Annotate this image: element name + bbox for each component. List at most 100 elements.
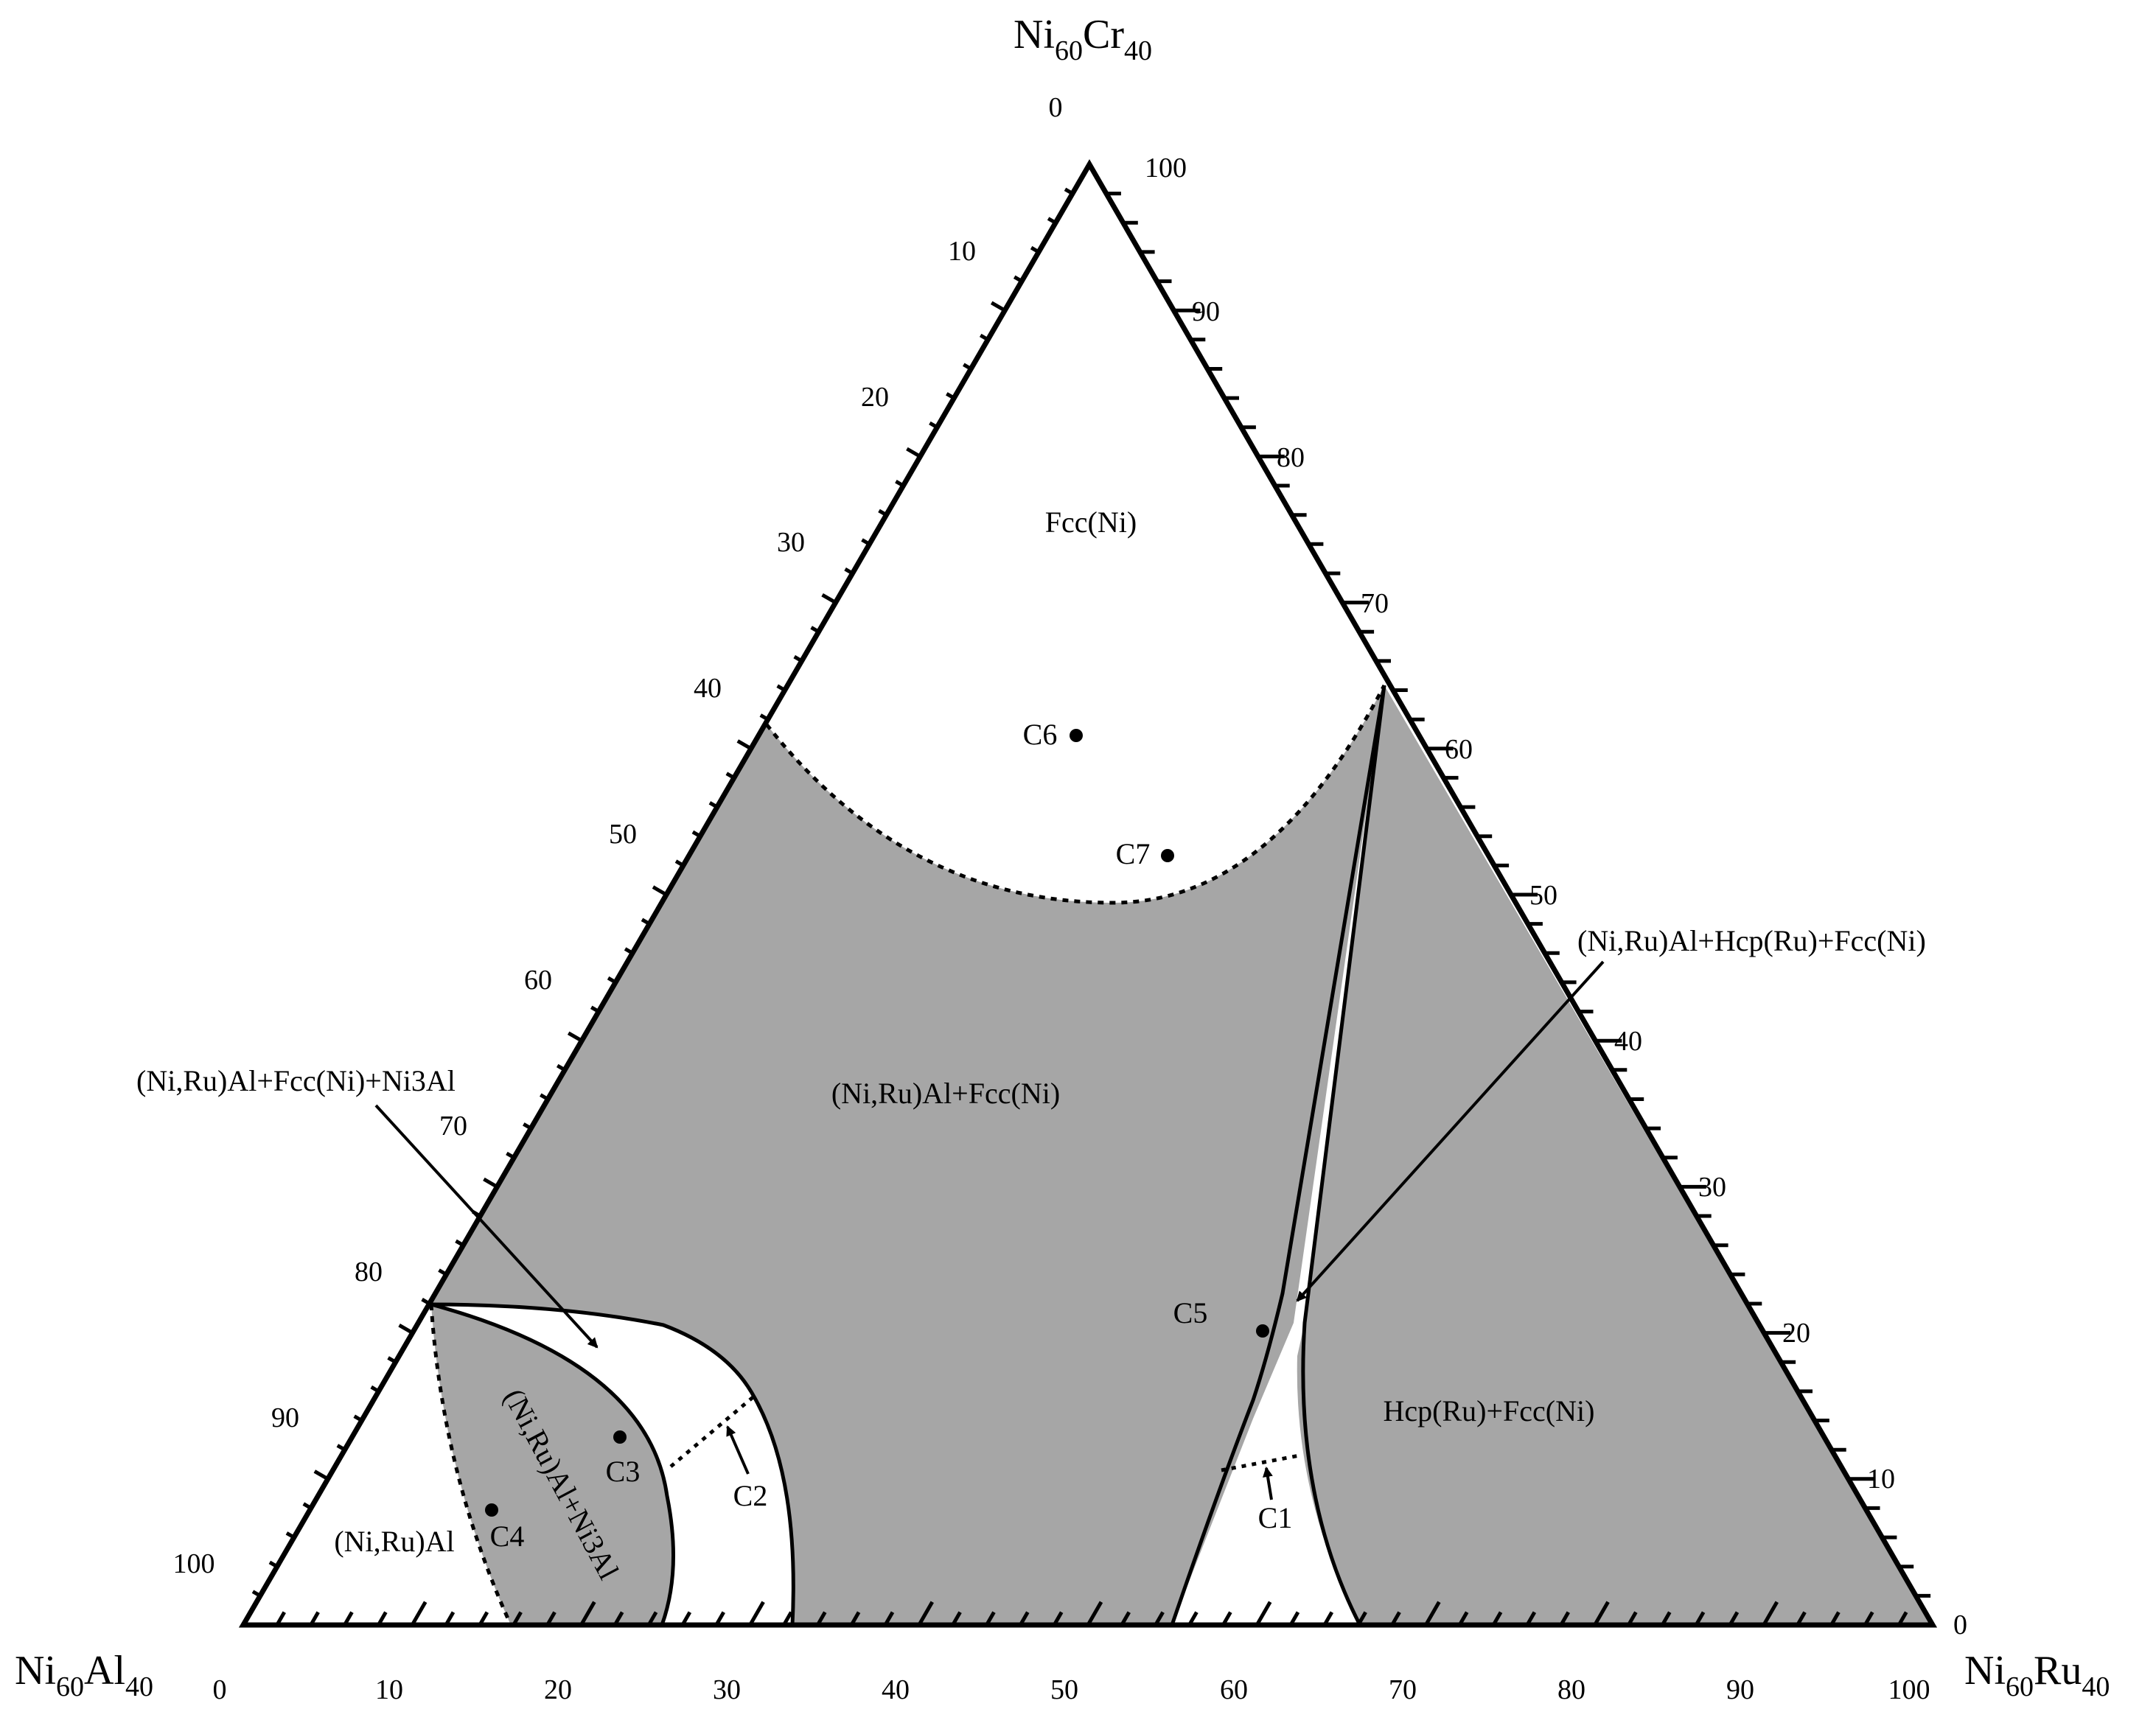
tick-mark bbox=[1559, 1611, 1570, 1626]
tick-mark bbox=[1221, 1611, 1232, 1626]
point-label-c7: C7 bbox=[1116, 837, 1151, 870]
tick-mark bbox=[1288, 1611, 1300, 1626]
tick-mark bbox=[816, 1611, 827, 1626]
boundary-ni3al-inner bbox=[430, 1302, 676, 1626]
tick-mark bbox=[590, 1005, 600, 1013]
tick-mark bbox=[607, 976, 617, 985]
tick-label: 0 bbox=[1953, 1610, 1967, 1640]
tick-mark bbox=[652, 885, 668, 897]
tick-label: 60 bbox=[1445, 734, 1473, 765]
tick-label: 100 bbox=[1888, 1674, 1930, 1705]
tick-mark bbox=[1187, 1611, 1199, 1626]
tick-mark bbox=[370, 1385, 380, 1394]
tick-mark bbox=[748, 1601, 765, 1626]
tick-label: 50 bbox=[609, 819, 637, 850]
vertex-label-left: Ni60Al40 bbox=[15, 1648, 153, 1702]
tick-label: 10 bbox=[948, 236, 976, 267]
tick-mark bbox=[1694, 1611, 1706, 1626]
tick-mark bbox=[268, 1560, 279, 1568]
tick-mark bbox=[506, 1151, 515, 1159]
tick-mark bbox=[985, 1611, 996, 1626]
tick-mark bbox=[556, 1063, 566, 1072]
tick-mark bbox=[1064, 187, 1074, 195]
tick-label: 20 bbox=[544, 1674, 572, 1705]
point-label-c6: C6 bbox=[1023, 718, 1058, 751]
tick-mark bbox=[1593, 1601, 1610, 1626]
point-c6-marker bbox=[1070, 729, 1083, 742]
tick-mark bbox=[483, 1177, 498, 1189]
tick-mark bbox=[1255, 1601, 1272, 1626]
tick-mark bbox=[714, 1611, 725, 1626]
tick-mark bbox=[849, 1611, 861, 1626]
tick-mark bbox=[1627, 1611, 1638, 1626]
tick-label: 80 bbox=[1557, 1674, 1585, 1705]
tick-mark bbox=[343, 1611, 354, 1626]
region-nirual-ni3al bbox=[431, 1304, 674, 1625]
phase-label-fcc: Fcc(Ni) bbox=[1045, 506, 1137, 539]
tick-mark bbox=[895, 480, 904, 488]
tick-label: 100 bbox=[1145, 153, 1187, 184]
tick-mark bbox=[810, 626, 820, 634]
tick-label: 40 bbox=[882, 1674, 910, 1705]
point-label-c3: C3 bbox=[606, 1455, 641, 1488]
tick-label: 10 bbox=[375, 1674, 403, 1705]
tick-mark bbox=[1762, 1601, 1779, 1626]
tick-mark bbox=[674, 859, 685, 867]
tick-label: 100 bbox=[173, 1548, 215, 1579]
tick-mark bbox=[613, 1611, 624, 1626]
arrow-c2 bbox=[726, 1425, 750, 1475]
tick-mark bbox=[1829, 1611, 1841, 1626]
tick-mark bbox=[782, 1611, 793, 1626]
tick-mark bbox=[963, 363, 972, 371]
right-axis-labels: 0 10 20 30 40 50 60 70 80 90 100 bbox=[1145, 153, 1967, 1640]
tick-mark bbox=[285, 1531, 296, 1539]
tick-mark bbox=[421, 1298, 430, 1306]
tick-mark bbox=[1053, 1611, 1064, 1626]
tick-mark bbox=[646, 1611, 658, 1626]
tick-mark bbox=[1897, 1611, 1908, 1626]
phase-label-three-phase-right: (Ni,Ru)Al+Hcp(Ru)+Fcc(Ni) bbox=[1577, 924, 1926, 957]
tick-label: 0 bbox=[1049, 92, 1063, 123]
arrow-c1 bbox=[1263, 1467, 1273, 1500]
tick-mark bbox=[377, 1611, 388, 1626]
tick-mark bbox=[793, 654, 803, 663]
tick-mark bbox=[275, 1611, 286, 1626]
tick-mark bbox=[878, 508, 887, 517]
tick-label: 20 bbox=[861, 382, 889, 413]
tick-mark bbox=[946, 392, 955, 400]
tick-mark bbox=[302, 1502, 313, 1510]
tick-label: 10 bbox=[1867, 1464, 1895, 1495]
tick-mark bbox=[990, 301, 1006, 312]
tick-mark bbox=[1491, 1611, 1503, 1626]
tick-mark bbox=[1030, 245, 1040, 254]
tick-mark bbox=[1322, 1611, 1334, 1626]
tick-label: 30 bbox=[713, 1674, 741, 1705]
arrow-three-phase-right bbox=[1296, 960, 1605, 1302]
boundary-fcc-dotted bbox=[765, 684, 1386, 905]
tick-mark bbox=[979, 333, 989, 341]
tick-label: 70 bbox=[1389, 1674, 1417, 1705]
tick-label: 70 bbox=[1361, 588, 1389, 619]
tick-mark bbox=[411, 1601, 428, 1626]
tick-mark bbox=[398, 1324, 414, 1335]
tick-mark bbox=[309, 1611, 320, 1626]
region-nirual-fcc bbox=[431, 685, 1384, 1625]
tick-marks bbox=[251, 187, 1931, 1626]
point-c4-marker bbox=[485, 1503, 498, 1517]
tick-mark bbox=[251, 1590, 262, 1598]
tick-mark bbox=[1047, 217, 1057, 225]
tick-label: 80 bbox=[355, 1257, 383, 1287]
tick-mark bbox=[1661, 1611, 1672, 1626]
tick-mark bbox=[579, 1601, 596, 1626]
tick-mark bbox=[821, 593, 837, 604]
tick-mark bbox=[1390, 1611, 1401, 1626]
tick-mark bbox=[353, 1414, 363, 1422]
tick-mark bbox=[478, 1611, 489, 1626]
boundary-hcp-left bbox=[1170, 685, 1386, 1626]
tick-mark bbox=[523, 1122, 532, 1130]
point-label-c5: C5 bbox=[1173, 1296, 1208, 1329]
tick-label: 90 bbox=[1726, 1674, 1754, 1705]
point-c3-marker bbox=[613, 1430, 627, 1444]
vertex-label-right: Ni60Ru40 bbox=[1964, 1648, 2110, 1702]
